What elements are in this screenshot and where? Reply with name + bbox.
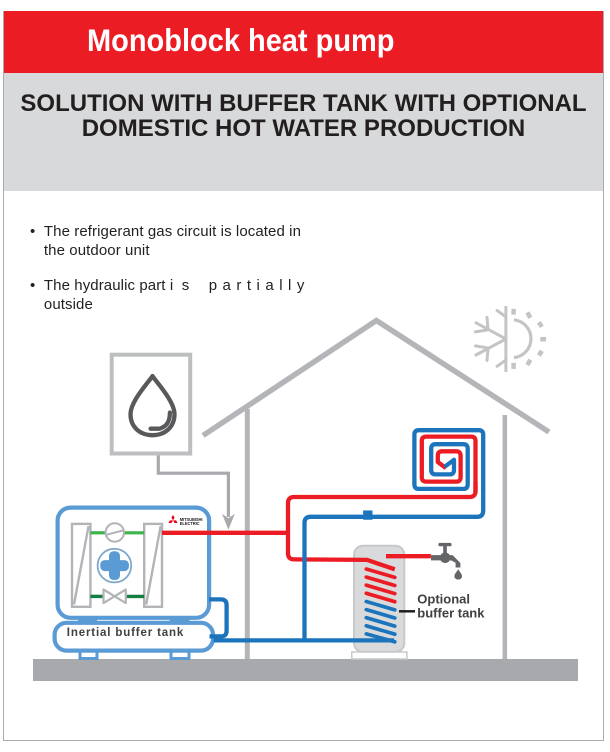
- svg-text:buffer tank: buffer tank: [417, 605, 485, 620]
- svg-text:MITSUBISHI: MITSUBISHI: [180, 517, 203, 522]
- svg-text:Optional: Optional: [417, 591, 470, 606]
- svg-text:Inertial buffer tank: Inertial buffer tank: [67, 627, 184, 639]
- svg-text:ELECTRIC: ELECTRIC: [180, 521, 200, 526]
